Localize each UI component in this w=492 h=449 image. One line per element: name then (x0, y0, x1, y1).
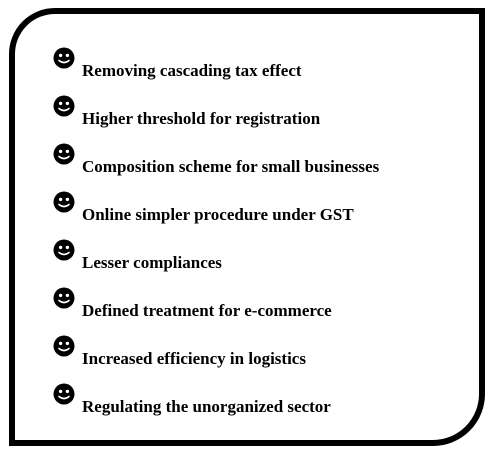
list-item-label: Online simpler procedure under GST (82, 205, 354, 224)
smiley-face-icon (53, 239, 75, 261)
smiley-face-icon (53, 143, 75, 165)
smiley-face-icon (53, 95, 75, 117)
list-item-label: Regulating the unorganized sector (82, 397, 331, 416)
smiley-face-icon (53, 383, 75, 405)
benefits-panel: Removing cascading tax effect Higher thr… (9, 8, 485, 446)
smiley-face-icon (53, 47, 75, 69)
list-item-label: Composition scheme for small businesses (82, 157, 380, 176)
list-item-label: Increased efficiency in logistics (82, 349, 306, 368)
smiley-face-icon (53, 287, 75, 309)
list-item-label: Higher threshold for registration (82, 109, 321, 128)
list-item-label: Removing cascading tax effect (82, 61, 302, 80)
smiley-face-icon (53, 335, 75, 357)
list-item-label: Defined treatment for e-commerce (82, 301, 332, 320)
list-item-label: Lesser compliances (82, 253, 222, 272)
smiley-face-icon (53, 191, 75, 213)
